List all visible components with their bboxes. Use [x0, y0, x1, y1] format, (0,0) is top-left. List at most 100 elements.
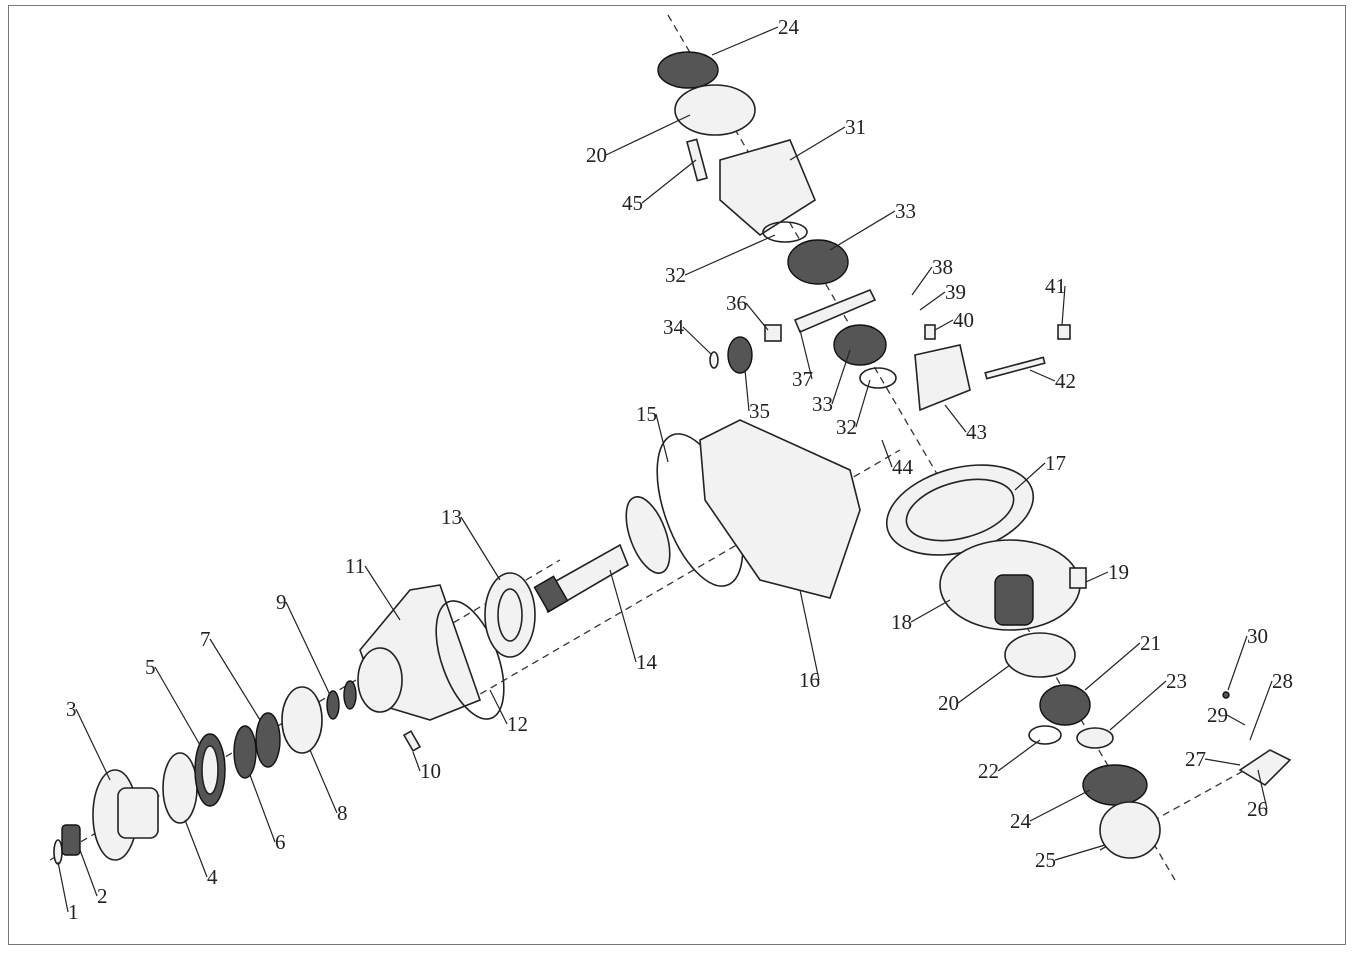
part-45-bolt	[686, 138, 708, 182]
part-16-axle-housing	[699, 419, 861, 599]
part-label-38: 38	[932, 255, 953, 279]
leader-line-20	[957, 664, 1011, 704]
part-label-44: 44	[892, 455, 914, 479]
leader-line-18	[910, 599, 951, 623]
part-label-14: 14	[636, 650, 658, 674]
part-1-clip	[53, 839, 63, 865]
leader-line-20	[605, 114, 691, 156]
part-label-30: 30	[1247, 624, 1268, 648]
part-5-ring-inner	[201, 745, 219, 795]
part-label-24: 24	[778, 15, 800, 39]
part-label-33: 33	[812, 392, 833, 416]
part-label-20: 20	[586, 143, 607, 167]
leader-line-27	[1204, 758, 1241, 766]
part-6-washer	[233, 725, 257, 779]
leader-line-39	[919, 291, 946, 311]
part-label-1: 1	[68, 900, 79, 924]
leader-line-33	[829, 210, 896, 251]
part-label-28: 28	[1272, 669, 1293, 693]
part-14-pinion-gear	[625, 496, 671, 574]
leader-line-45	[641, 159, 697, 204]
leader-line-17	[1014, 462, 1046, 491]
part-42-shaft	[984, 356, 1046, 380]
part-26-bracket	[1238, 749, 1292, 787]
leader-line-5	[154, 666, 201, 746]
part-label-39: 39	[945, 280, 966, 304]
part-label-43: 43	[966, 420, 987, 444]
part-label-35: 35	[749, 399, 770, 423]
leader-line-32	[684, 234, 776, 276]
assembly-axes	[49, 14, 1246, 881]
leader-line-30	[1227, 635, 1248, 691]
part-9-shim	[326, 690, 340, 720]
part-label-2: 2	[97, 884, 108, 908]
part-3-flange-hub	[117, 787, 159, 839]
leader-line-38	[911, 266, 933, 296]
part-label-17: 17	[1045, 451, 1066, 475]
part-19-bolt	[1069, 567, 1087, 589]
part-label-18: 18	[891, 610, 912, 634]
part-4-seal	[162, 752, 198, 824]
leader-line-24	[1029, 789, 1091, 822]
part-label-34: 34	[663, 315, 685, 339]
part-label-9: 9	[276, 590, 287, 614]
leader-line-29	[1226, 714, 1246, 726]
part-label-37: 37	[792, 367, 813, 391]
part-label-24: 24	[1010, 809, 1032, 833]
part-label-8: 8	[337, 801, 348, 825]
part-24-nut-lower	[1082, 764, 1148, 806]
part-label-29: 29	[1207, 703, 1228, 727]
part-17-ring-gear-inner	[905, 478, 1015, 542]
part-label-5: 5	[145, 655, 156, 679]
part-41-plug	[1057, 324, 1071, 340]
leader-line-36	[745, 302, 769, 331]
part-label-42: 42	[1055, 369, 1076, 393]
leader-line-8	[309, 749, 338, 814]
leader-line-44	[881, 439, 893, 468]
part-18-carrier-hub	[994, 574, 1034, 626]
part-34-washer	[709, 351, 719, 369]
part-label-7: 7	[200, 627, 211, 651]
leader-line-13	[460, 516, 501, 581]
part-label-15: 15	[636, 402, 657, 426]
leader-line-23	[1109, 680, 1167, 731]
part-label-11: 11	[345, 554, 365, 578]
part-label-36: 36	[726, 291, 747, 315]
leader-line-14	[609, 569, 637, 663]
part-23-washer	[1076, 727, 1114, 749]
part-label-10: 10	[420, 759, 441, 783]
part-30-pin	[1222, 691, 1230, 699]
part-33-side-gear-lower	[833, 324, 887, 366]
leader-line-19	[1085, 571, 1109, 583]
part-21-gear	[1039, 684, 1091, 726]
part-24-nut-upper	[657, 51, 719, 89]
leader-line-7	[209, 638, 261, 721]
part-label-31: 31	[845, 115, 866, 139]
leader-line-9	[285, 601, 331, 696]
part-label-6: 6	[275, 830, 286, 854]
part-label-22: 22	[978, 759, 999, 783]
part-22-ring	[1028, 725, 1062, 745]
part-11-housing-bore	[357, 647, 403, 713]
leader-line-2	[79, 849, 98, 897]
parts	[53, 51, 1292, 865]
leader-line-3	[75, 708, 111, 781]
leader-line-16	[799, 589, 820, 681]
part-label-12: 12	[507, 712, 528, 736]
part-2-nut	[61, 824, 81, 856]
leader-line-22	[997, 739, 1041, 772]
leader-line-42	[1029, 369, 1056, 382]
leader-line-32	[855, 379, 871, 428]
part-7-ring	[255, 712, 281, 768]
part-label-4: 4	[207, 865, 218, 889]
leader-line-37	[799, 329, 813, 380]
part-label-20: 20	[938, 691, 959, 715]
leader-line-41	[1061, 285, 1066, 326]
part-8-bearing	[281, 686, 323, 754]
part-label-40: 40	[953, 308, 974, 332]
part-36-block	[764, 324, 782, 342]
leader-line-6	[249, 774, 276, 843]
leader-line-26	[1257, 769, 1268, 810]
part-20-bearing-lower	[1004, 632, 1076, 678]
